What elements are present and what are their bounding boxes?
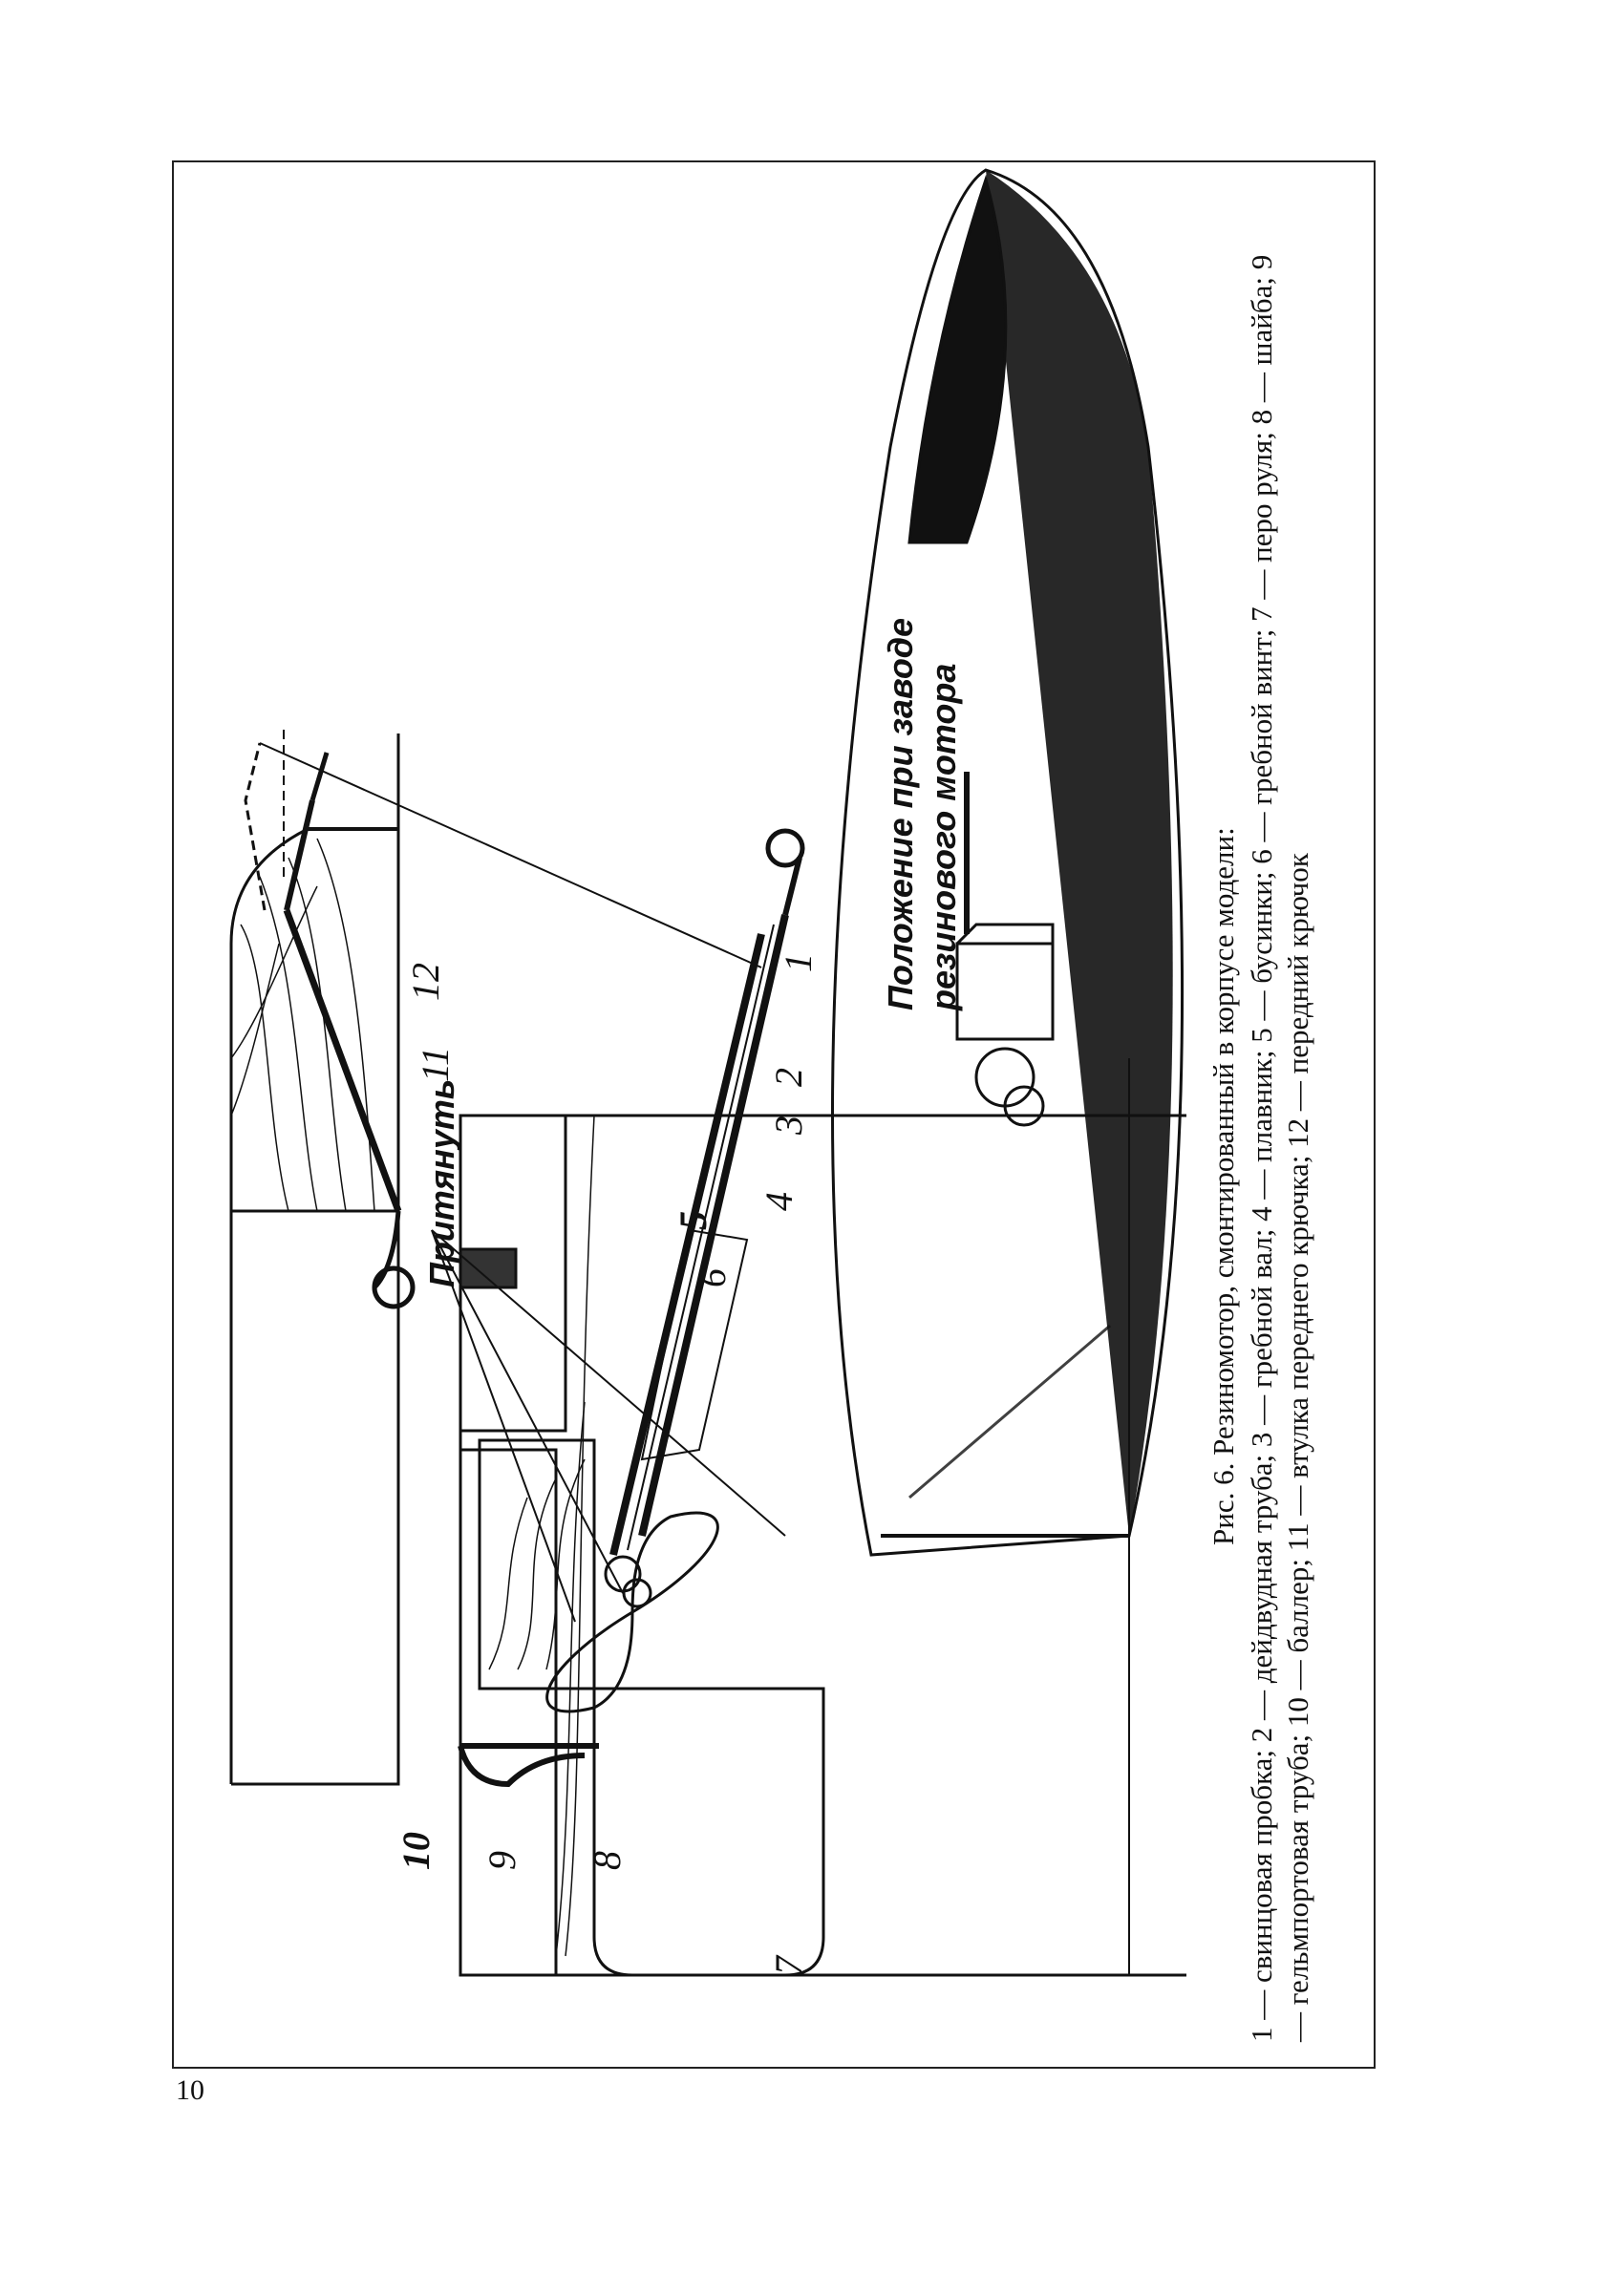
label-winding-position-2: резинового мотора bbox=[924, 663, 963, 1010]
label-n5: 5 bbox=[672, 1211, 715, 1230]
figure-rotated-content: Притянуть Положение при заводе резиновог… bbox=[174, 162, 1377, 2071]
label-n7: 7 bbox=[767, 1956, 810, 1975]
front-hook-detail bbox=[229, 724, 762, 1786]
label-n11: 11 bbox=[414, 1046, 457, 1082]
label-n8: 8 bbox=[586, 1851, 629, 1870]
figure-frame: Притянуть Положение при заводе резиновог… bbox=[172, 160, 1376, 2069]
label-n4: 4 bbox=[758, 1192, 800, 1211]
figure-drawing bbox=[229, 168, 1186, 1977]
caption-legend: 1 — свинцовая пробка; 2 — дейдвудная тру… bbox=[1245, 254, 1314, 2042]
label-n1: 1 bbox=[777, 953, 820, 972]
label-pull: Притянуть bbox=[422, 1078, 461, 1287]
label-winding-position-1: Положение при заводе bbox=[881, 617, 920, 1010]
figure-caption: Рис. 6. Резиномотор, смонтированный в ко… bbox=[1206, 227, 1316, 2042]
caption-title: Рис. 6. Резиномотор, смонтированный в ко… bbox=[1206, 827, 1240, 1545]
page-number: 10 bbox=[176, 2074, 204, 2106]
assembled-model-drawing bbox=[831, 168, 1185, 1557]
label-n10: 10 bbox=[395, 1832, 438, 1870]
label-n2: 2 bbox=[767, 1068, 810, 1087]
label-n3: 3 bbox=[767, 1116, 810, 1135]
label-n6: 6 bbox=[691, 1268, 734, 1287]
label-n9: 9 bbox=[480, 1851, 523, 1870]
label-n12: 12 bbox=[404, 963, 447, 1001]
main-section-drawing bbox=[431, 828, 1186, 1977]
